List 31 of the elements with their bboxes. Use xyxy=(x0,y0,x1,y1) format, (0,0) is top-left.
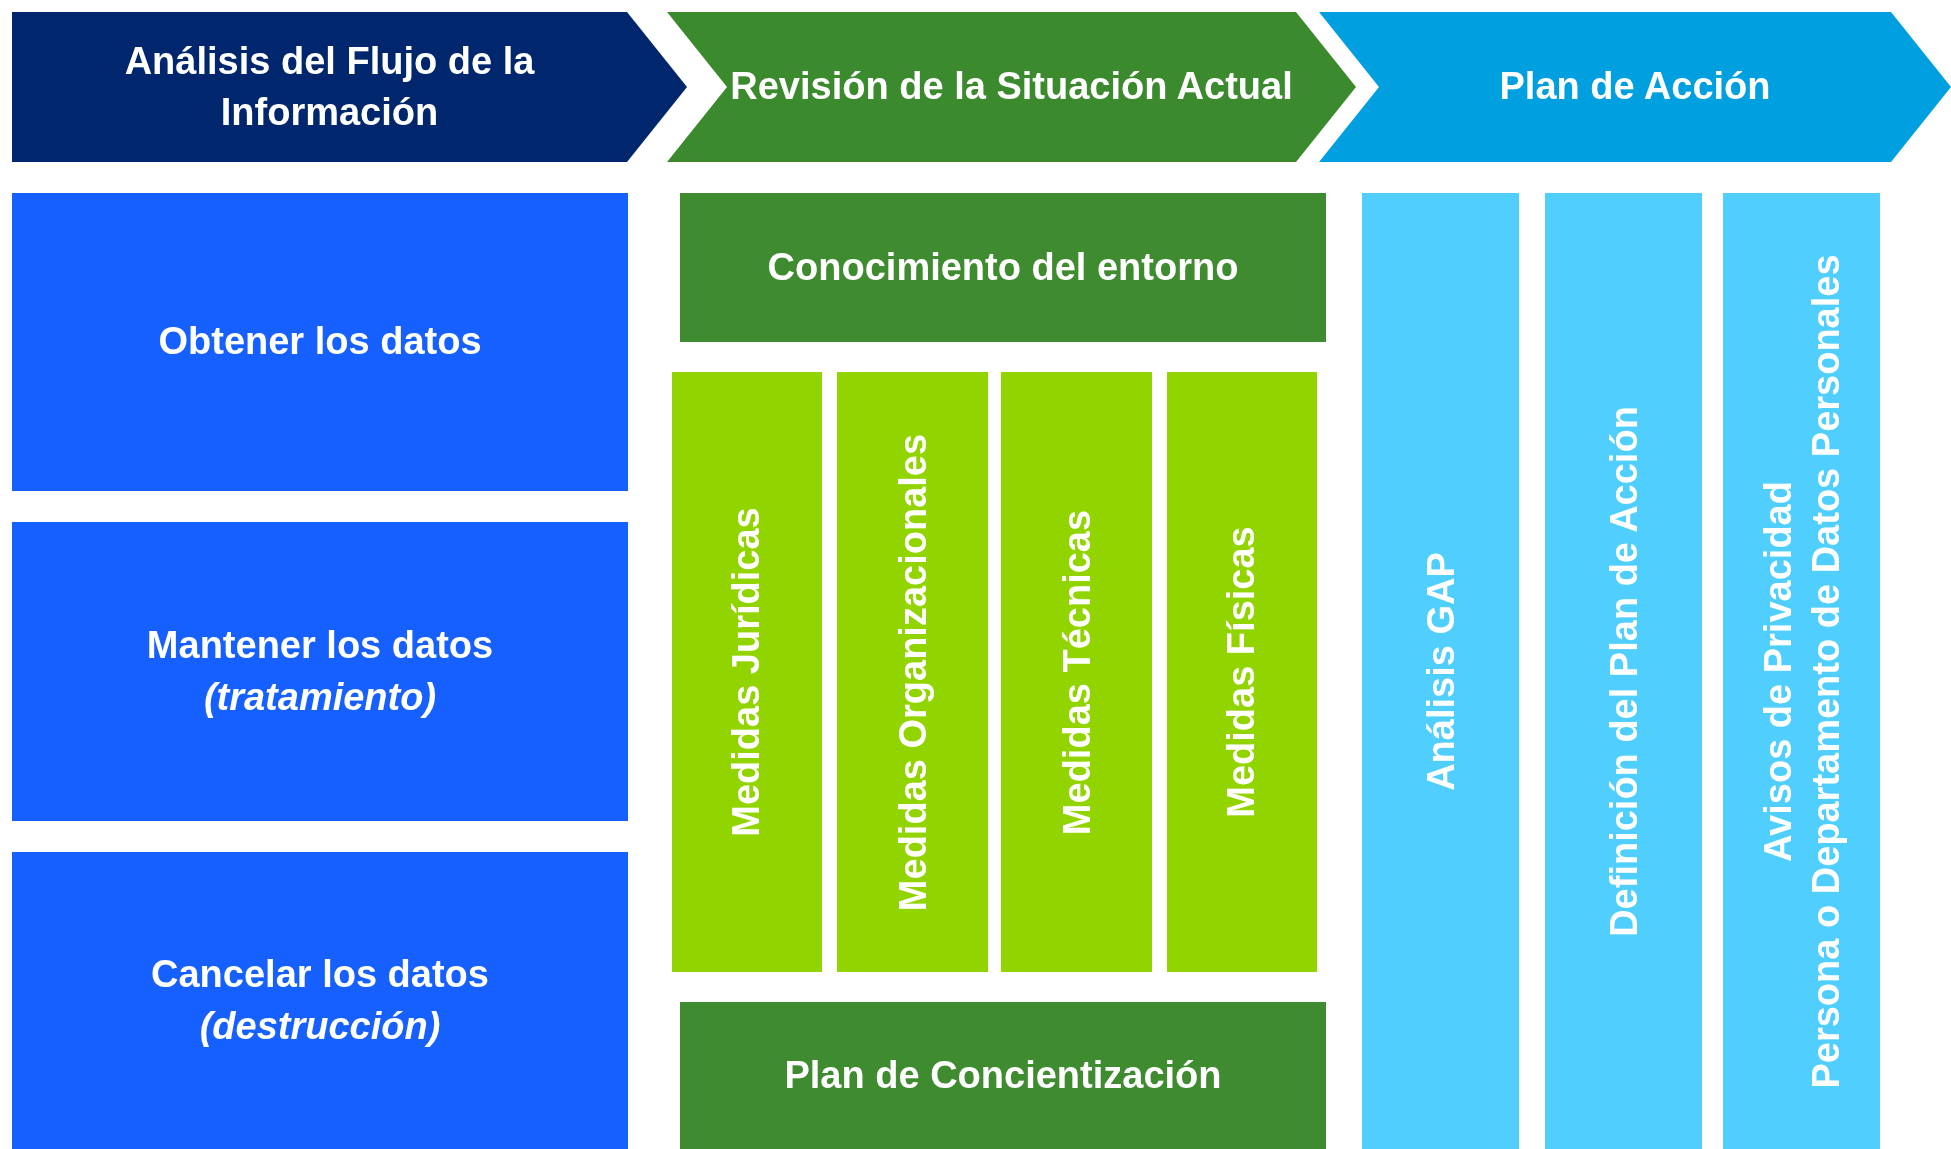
box-label: Medidas Físicas xyxy=(1219,526,1264,818)
chevron-banner xyxy=(667,12,1356,162)
vertical-bar xyxy=(837,372,988,972)
box-label: Análisis GAP xyxy=(1417,551,1462,791)
box-label: Plan de Concientización xyxy=(784,1052,1222,1098)
box-label: Cancelar los datos (destrucción) xyxy=(150,952,490,1049)
process-box xyxy=(12,852,628,1149)
box-label: Obtener los datos xyxy=(158,319,482,365)
vertical-bar xyxy=(672,372,822,972)
stage-title: Plan de Acción xyxy=(1499,64,1771,110)
vertical-bar xyxy=(1362,193,1519,1149)
process-box xyxy=(680,193,1326,342)
chevron-banner xyxy=(1319,12,1951,162)
vertical-bar xyxy=(1723,193,1880,1149)
vertical-bar xyxy=(1167,372,1317,972)
box-label: Avisos de Privacidad xyxy=(1755,480,1799,862)
box-label: Medidas Técnicas xyxy=(1053,509,1098,835)
process-box xyxy=(12,522,628,821)
box-label: Conocimiento del entorno xyxy=(767,244,1239,290)
box-label: Medidas Jurídicas xyxy=(724,507,769,837)
process-box xyxy=(12,193,628,491)
box-label: Definición del Plan de Acción xyxy=(1600,405,1645,937)
process-box xyxy=(680,1002,1326,1149)
box-label: Medidas Organizacionales xyxy=(889,433,935,911)
vertical-bar xyxy=(1001,372,1152,972)
chevron-banner xyxy=(12,12,687,162)
vertical-bar xyxy=(1545,193,1702,1149)
stage-title: Revisión de la Situación Actual xyxy=(730,64,1293,110)
box-label: Persona o Departamento de Datos Personales xyxy=(1802,253,1848,1089)
stage-title: Análisis del Flujo de la Información xyxy=(123,38,536,135)
box-label: Mantener los datos (tratamiento) xyxy=(145,623,495,720)
